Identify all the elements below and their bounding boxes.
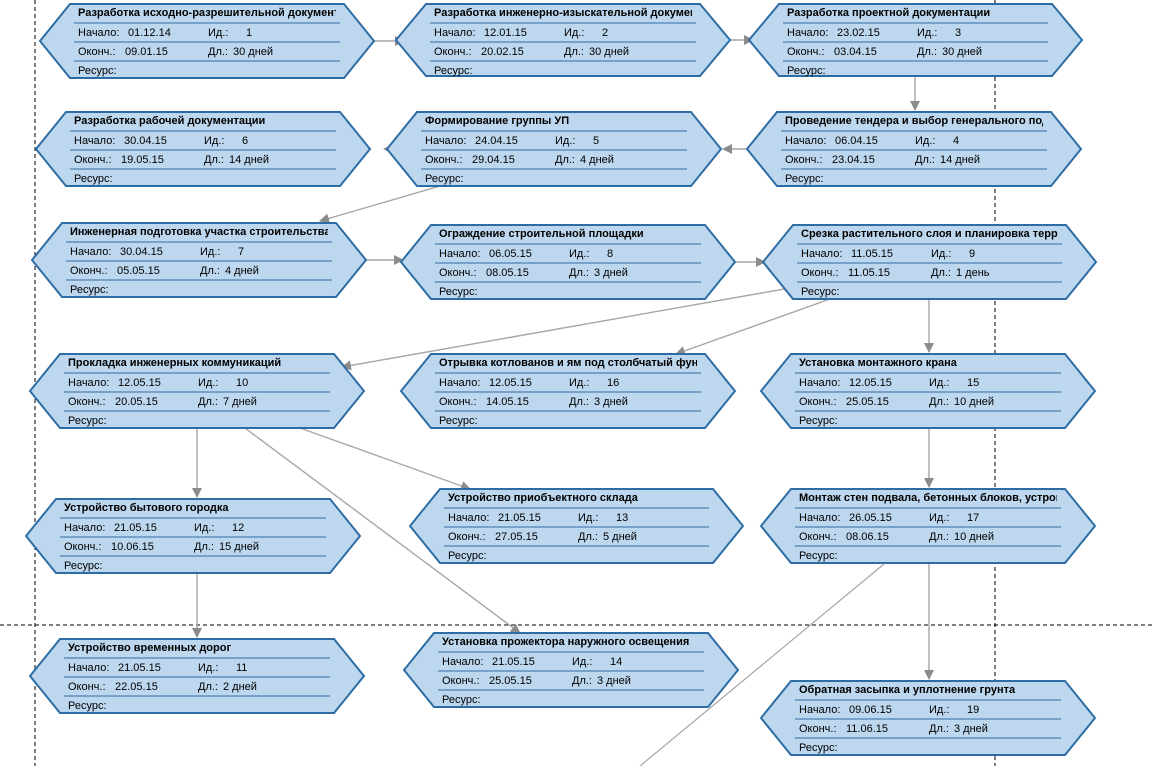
- task-node-6[interactable]: [34, 111, 372, 187]
- task-node-12[interactable]: [24, 498, 362, 574]
- task-node-4[interactable]: [745, 111, 1083, 187]
- task-node-10[interactable]: [28, 353, 366, 429]
- task-node-9[interactable]: [761, 224, 1098, 300]
- task-node-16[interactable]: [399, 353, 737, 429]
- task-node-5[interactable]: [385, 111, 723, 187]
- task-node-15[interactable]: [759, 353, 1097, 429]
- task-node-2[interactable]: [394, 3, 732, 77]
- link-10-to-14: [244, 427, 521, 634]
- dependency-links: [192, 35, 934, 680]
- link-5-to-7: [319, 185, 441, 224]
- link-9-to-16: [675, 298, 831, 356]
- task-node-13[interactable]: [408, 488, 745, 564]
- task-node-19[interactable]: [759, 680, 1097, 756]
- task-node-11[interactable]: [28, 638, 366, 714]
- task-node-1[interactable]: [38, 3, 376, 79]
- task-node-8[interactable]: [399, 224, 737, 300]
- task-node-14[interactable]: [402, 632, 740, 708]
- task-node-3[interactable]: [747, 3, 1084, 77]
- link-9-to-10: [341, 287, 791, 371]
- link-10-to-13: [299, 427, 471, 491]
- offpage-connector-line: [639, 563, 885, 766]
- task-node-7[interactable]: [30, 222, 368, 298]
- task-node-17[interactable]: [759, 488, 1097, 564]
- task-nodes: [24, 3, 1098, 756]
